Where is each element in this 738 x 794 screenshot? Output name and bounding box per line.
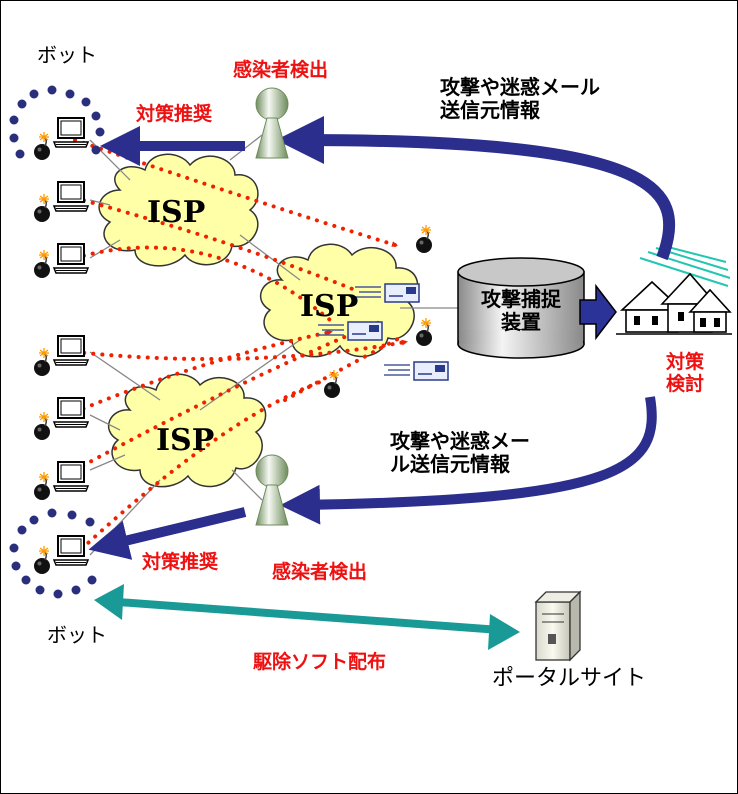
pc-icon	[33, 461, 89, 501]
removal-software-label: 駆除ソフト配布	[253, 651, 387, 673]
envelope-icon	[383, 361, 449, 381]
capture-device-cylinder	[457, 257, 585, 359]
recommend-label-top: 対策推奨	[136, 103, 213, 125]
bot-label-top: ボット	[37, 43, 97, 67]
pc-icon	[33, 243, 89, 279]
isp-label-2: ISP	[300, 289, 359, 324]
houses-icon	[616, 245, 732, 335]
isp-cloud-1	[98, 153, 259, 267]
info-label-bottom: 攻撃や迷惑メー ル送信元情報	[390, 429, 530, 476]
bomb-icon	[415, 224, 433, 254]
pc-icon	[33, 117, 89, 161]
info-arrow-bottom	[280, 396, 657, 525]
pc-icon	[33, 535, 89, 575]
pc-icon	[33, 181, 89, 223]
removal-software-arrow	[94, 584, 520, 650]
portal-site-label: ポータルサイト	[492, 666, 647, 691]
detect-label-top: 感染者検出	[233, 59, 329, 81]
recommend-arrow-bottom	[88, 507, 247, 560]
pc-icon	[33, 335, 89, 377]
info-label-top: 攻撃や迷惑メール 送信元情報	[440, 75, 600, 122]
info-arrow-top	[276, 116, 676, 261]
pc-icon	[33, 397, 89, 441]
bot-label-bottom: ボット	[47, 623, 107, 647]
recommend-label-bottom: 対策推奨	[142, 551, 219, 573]
bomb-icon	[415, 317, 433, 347]
isp-label-3: ISP	[156, 423, 215, 458]
detector-person-icon	[255, 87, 289, 159]
countermeasure-label: 対策 検討	[666, 351, 705, 395]
block-arrow-icon	[579, 283, 617, 341]
capture-device-label: 攻撃捕捉 装置	[481, 287, 561, 334]
bot-group-top	[9, 85, 105, 159]
isp-label-1: ISP	[147, 195, 206, 230]
detect-label-bottom: 感染者検出	[272, 561, 368, 583]
server-icon	[534, 590, 582, 662]
bomb-icon	[323, 369, 341, 399]
detector-person-icon	[255, 454, 289, 526]
